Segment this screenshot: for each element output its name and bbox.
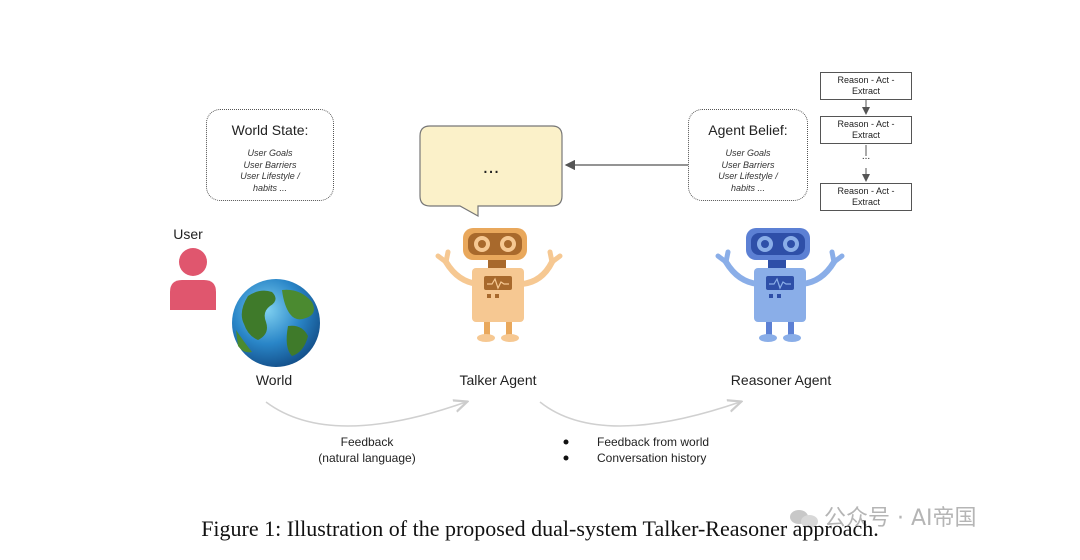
user-icon [170, 248, 216, 310]
agent-belief-item: habits ... [730, 182, 766, 193]
agent-belief-item: User Barriers [721, 159, 775, 170]
bullet-dot [563, 439, 569, 445]
reasoning-step-3: Reason - Act - Extract [820, 183, 912, 211]
world-to-talker-arrow [265, 402, 466, 427]
talker-robot-icon [435, 228, 563, 342]
feedback-label: Feedback [340, 435, 394, 449]
bullet-conversation-history: Conversation history [597, 451, 707, 465]
world-label: World [255, 372, 293, 388]
feedback-sublabel: (natural language) [318, 451, 416, 465]
speech-bubble [419, 125, 563, 218]
agent-belief-item: User Lifestyle / [718, 171, 778, 181]
world-state-items: User Goals User Barriers User Lifestyle … [207, 148, 333, 194]
steps-ellipsis: ... [861, 151, 871, 162]
watermark: 公众号 · AI帝国 [790, 500, 977, 532]
figure-caption: Figure 1: Illustration of the proposed d… [201, 516, 879, 541]
bullet-dot [563, 455, 569, 461]
globe-icon [232, 279, 320, 367]
agent-belief-box: Agent Belief: User Goals User Barriers U… [688, 109, 808, 201]
speech-bubble-text: ... [482, 156, 500, 178]
world-state-item: User Lifestyle / [240, 171, 300, 181]
reasoner-agent-label: Reasoner Agent [730, 372, 832, 388]
world-state-title: World State: [231, 122, 309, 138]
reasoning-step-1: Reason - Act - Extract [820, 72, 912, 100]
agent-belief-title: Agent Belief: [708, 122, 788, 138]
user-label: User [173, 226, 203, 242]
world-state-item: User Barriers [243, 159, 297, 170]
reasoning-step-2: Reason - Act - Extract [820, 116, 912, 144]
step-label: Extract [851, 86, 880, 96]
reasoner-robot-icon [715, 228, 845, 342]
step-label: Reason - Act - [837, 186, 895, 196]
world-state-box: World State: User Goals User Barriers Us… [206, 109, 334, 201]
talker-agent-label: Talker Agent [459, 372, 537, 388]
step-label: Reason - Act - [837, 119, 895, 129]
agent-belief-item: User Goals [725, 148, 771, 158]
wechat-icon [790, 508, 820, 530]
step-label: Reason - Act - [837, 75, 895, 85]
talker-to-reasoner-arrow [539, 402, 740, 427]
step-label: Extract [851, 130, 880, 140]
world-state-item: habits ... [252, 182, 288, 193]
world-state-item: User Goals [247, 148, 293, 158]
bullet-feedback-from-world: Feedback from world [597, 435, 710, 449]
watermark-text: 公众号 · AI帝国 [824, 506, 977, 531]
step-label: Extract [851, 197, 880, 207]
agent-belief-items: User Goals User Barriers User Lifestyle … [689, 148, 807, 194]
